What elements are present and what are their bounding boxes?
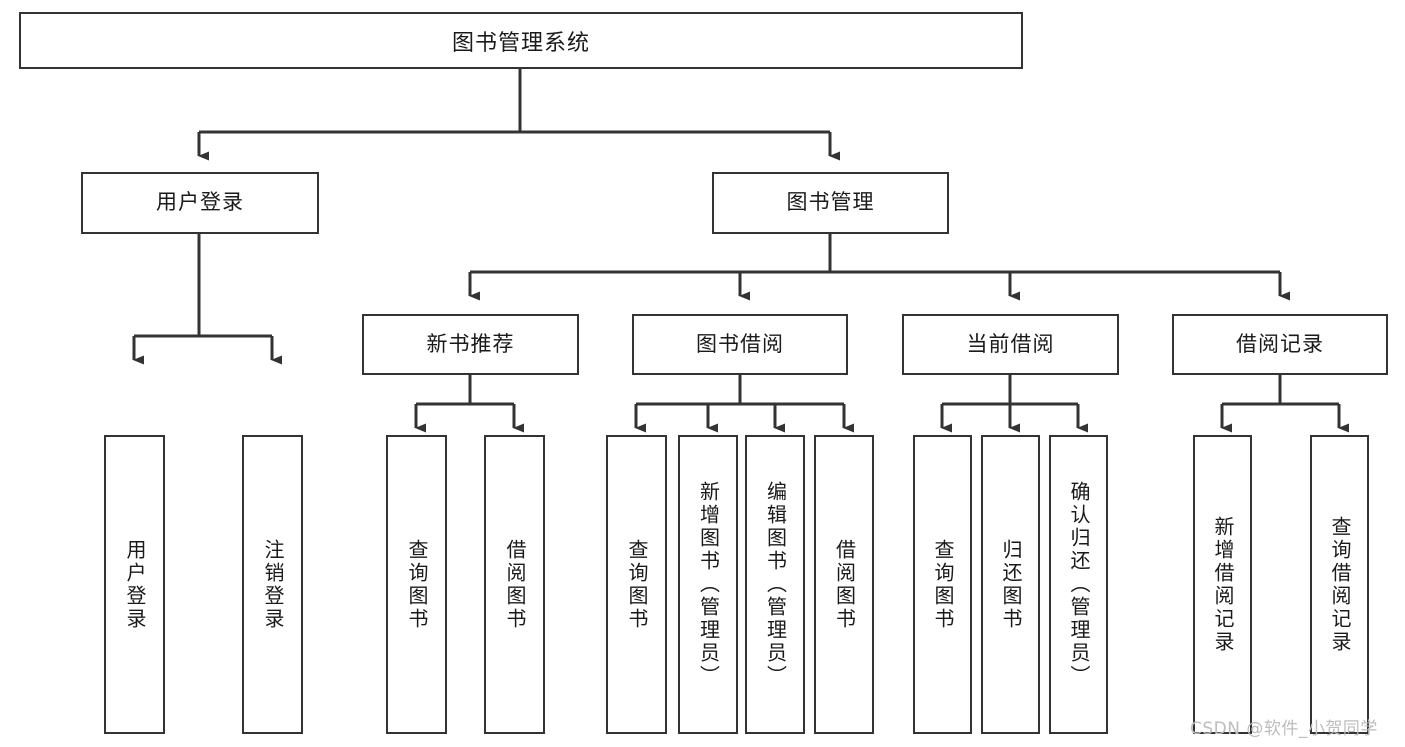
node-label: 用户登录 [156,190,244,215]
node-label: 注销登录 [261,538,285,631]
node-borrow-record[interactable]: 借阅记录 [1172,314,1388,375]
leaf-query-book-recommend[interactable]: 查询图书 [386,435,447,734]
node-label: 归还图书 [999,538,1023,631]
leaf-borrow-book[interactable]: 借阅图书 [814,435,874,734]
leaf-query-borrow-record[interactable]: 查询借阅记录 [1310,435,1369,734]
node-label: 借阅图书 [832,538,857,631]
leaf-edit-book-admin[interactable]: 编辑图书（管理员） [745,435,805,734]
node-label: 用户登录 [123,538,147,631]
leaf-logout[interactable]: 注销登录 [242,435,303,734]
node-label: 新书推荐 [426,331,515,356]
node-label: 查询图书 [405,538,429,631]
leaf-add-book-admin[interactable]: 新增图书（管理员） [678,435,738,734]
node-current-borrow[interactable]: 当前借阅 [902,314,1119,375]
node-label: 图书管理系统 [451,30,590,56]
node-label: 查询图书 [931,538,955,631]
node-label: 借阅记录 [1236,331,1324,356]
node-book-borrow[interactable]: 图书借阅 [632,314,848,375]
node-label: 查询图书 [625,538,649,631]
node-user-login[interactable]: 用户登录 [81,172,319,234]
leaf-query-book-current[interactable]: 查询图书 [913,435,972,734]
leaf-user-login[interactable]: 用户登录 [104,435,165,734]
leaf-add-borrow-record[interactable]: 新增借阅记录 [1193,435,1252,734]
node-new-book-recommend[interactable]: 新书推荐 [362,314,579,375]
node-label: 当前借阅 [966,331,1055,356]
leaf-borrow-book-recommend[interactable]: 借阅图书 [484,435,545,734]
node-root-system[interactable]: 图书管理系统 [19,12,1023,69]
node-label: 新增图书（管理员） [696,481,721,688]
leaf-query-book-borrow[interactable]: 查询图书 [606,435,667,734]
node-label: 借阅图书 [503,538,527,631]
node-label: 图书管理 [786,190,875,215]
node-book-management[interactable]: 图书管理 [712,172,949,234]
leaf-return-book[interactable]: 归还图书 [981,435,1040,734]
csdn-watermark: CSDN @软件_小贺同学 [1190,719,1378,739]
node-label: 新增借阅记录 [1211,515,1235,654]
node-label: 图书借阅 [696,331,784,356]
node-label: 确认归还（管理员） [1067,481,1091,688]
leaf-confirm-return-admin[interactable]: 确认归还（管理员） [1049,435,1108,734]
node-label: 查询借阅记录 [1328,515,1352,654]
connector-group [132,69,1349,433]
node-label: 编辑图书（管理员） [763,481,788,688]
